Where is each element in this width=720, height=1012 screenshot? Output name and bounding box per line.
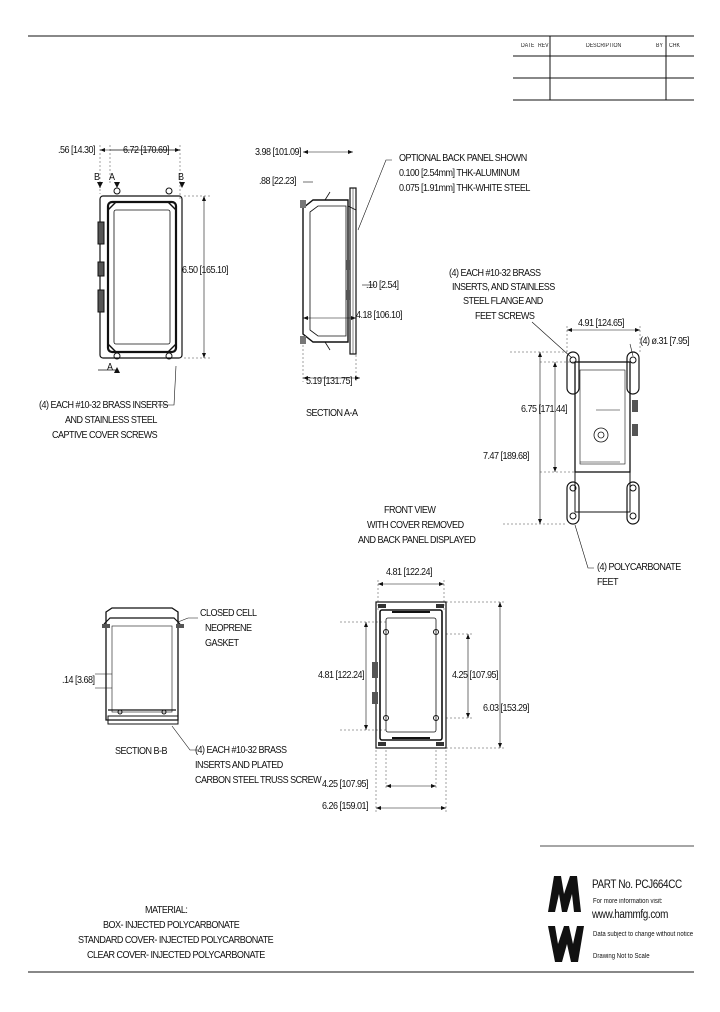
section-mark-b-right: B	[178, 171, 184, 183]
front-view-title-line-3: AND BACK PANEL DISPLAYED	[358, 534, 476, 546]
back-panel-note-line-1: OPTIONAL BACK PANEL SHOWN	[399, 152, 527, 164]
section-aa-title: SECTION A-A	[306, 407, 358, 419]
dim-side-height-inner: 6.75 [171.44]	[521, 403, 568, 415]
dim-width-top: 6.72 [170.69]	[123, 144, 170, 156]
more-info-text: For more information visit:	[593, 898, 663, 905]
rev-header-description: DESCRIPTION	[586, 43, 622, 49]
top-view-callout-line-3: CAPTIVE COVER SCREWS	[52, 429, 158, 441]
bb-inserts-callout-line-3: CARBON STEEL TRUSS SCREW	[195, 774, 322, 786]
rev-header-date: DATE	[521, 43, 535, 49]
revision-table	[513, 36, 694, 101]
top-view	[97, 145, 210, 406]
material-box: BOX- INJECTED POLYCARBONATE	[103, 919, 240, 931]
material-standard-cover: STANDARD COVER- INJECTED POLYCARBONATE	[78, 934, 274, 946]
back-panel-note-line-3: 0.075 [1.91mm] THK-WHITE STEEL	[399, 182, 530, 194]
scale-note: Drawing Not to Scale	[593, 953, 650, 960]
bb-inserts-callout-line-1: (4) EACH #10-32 BRASS	[195, 744, 287, 756]
dim-front-outer-right: 6.03 [153.29]	[483, 702, 530, 714]
feet-callout-line-2: FEET	[597, 576, 619, 588]
material-clear-cover: CLEAR COVER- INJECTED POLYCARBONATE	[87, 949, 265, 961]
bb-inserts-callout-line-2: INSERTS AND PLATED	[195, 759, 283, 771]
back-panel-note-line-2: 0.100 [2.54mm] THK-ALUMINUM	[399, 167, 520, 179]
dim-front-inner-right: 4.25 [107.95]	[452, 669, 499, 681]
side-mount-view	[503, 321, 641, 569]
front-view-title-line-1: FRONT VIEW	[384, 504, 436, 516]
section-mark-b-left: B	[94, 171, 100, 183]
top-view-callout-line-1: (4) EACH #10-32 BRASS INSERTS	[39, 399, 168, 411]
dim-inner-depth: 4.18 [106.10]	[356, 309, 403, 321]
dim-flange: .88 [22.23]	[259, 175, 297, 187]
rev-header-by: BY	[656, 43, 663, 49]
dim-side-width: 4.91 [124.65]	[578, 317, 625, 329]
section-mark-a-bottom: A	[107, 361, 113, 373]
section-mark-a-left: A	[109, 171, 115, 183]
dim-front-height-left: 4.81 [122.24]	[318, 669, 365, 681]
gasket-callout-line-3: GASKET	[205, 637, 239, 649]
dim-overall-depth: 5.19 [131.75]	[306, 375, 353, 387]
dim-depth-top: 3.98 [101.09]	[255, 146, 302, 158]
side-callout-line-1: (4) EACH #10-32 BRASS	[449, 267, 541, 279]
front-view	[340, 580, 506, 812]
dim-front-bottom-outer: 6.26 [159.01]	[322, 800, 369, 812]
dim-front-bottom-inner: 4.25 [107.95]	[322, 778, 369, 790]
front-view-title-line-2: WITH COVER REMOVED	[367, 519, 464, 531]
dim-section-bb-left: .14 [3.68]	[62, 674, 95, 686]
dim-hole-diameter: (4) ø.31 [7.95]	[640, 335, 689, 347]
material-heading: MATERIAL:	[145, 904, 188, 916]
rev-header-chk: CHK	[669, 43, 680, 49]
dim-offset-left: .56 [14.30]	[58, 144, 96, 156]
dim-panel-gap: .10 [2.54]	[366, 279, 399, 291]
dim-height-right: 6.50 [165.10]	[182, 264, 229, 276]
hammond-logo	[548, 876, 584, 962]
rev-header-rev: REV	[538, 43, 549, 49]
section-bb-view	[95, 607, 198, 751]
top-view-callout-line-2: AND STAINLESS STEEL	[65, 414, 157, 426]
gasket-callout-line-1: CLOSED CELL	[200, 607, 257, 619]
dim-side-height-outer: 7.47 [189.68]	[483, 450, 530, 462]
side-callout-line-3: STEEL FLANGE AND	[463, 295, 543, 307]
section-aa-view	[300, 150, 392, 382]
side-callout-line-4: FEET SCREWS	[475, 310, 535, 322]
disclaimer-text: Data subject to change without notice	[593, 931, 694, 938]
dim-front-width-top: 4.81 [122.24]	[386, 566, 433, 578]
part-number: PART No. PCJ664CC	[592, 879, 682, 891]
section-bb-title: SECTION B-B	[115, 745, 168, 757]
gasket-callout-line-2: NEOPRENE	[205, 622, 252, 634]
website-link[interactable]: www.hammfg.com	[592, 909, 668, 921]
feet-callout-line-1: (4) POLYCARBONATE	[597, 561, 681, 573]
side-callout-line-2: INSERTS, AND STAINLESS	[452, 281, 555, 293]
